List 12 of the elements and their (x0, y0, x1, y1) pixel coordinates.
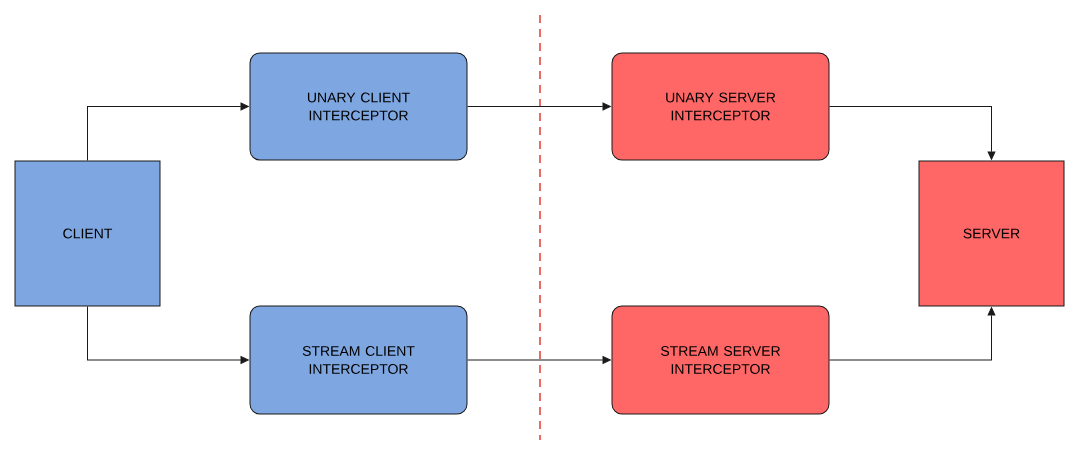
arrow (829, 106, 996, 160)
arrow (87, 306, 249, 364)
arrow (829, 307, 996, 361)
arrow (467, 102, 611, 111)
arrow (87, 102, 249, 161)
square-box: CLIENT (14, 160, 161, 307)
rounded-box: UNARY CLIENT INTERCEPTOR (249, 52, 468, 161)
rounded-box: STREAM SERVER INTERCEPTOR (611, 305, 830, 415)
rounded-box: STREAM CLIENT INTERCEPTOR (249, 305, 468, 415)
rounded-box: UNARY SERVER INTERCEPTOR (611, 52, 830, 161)
square-box: SERVER (918, 160, 1065, 307)
arrow (467, 356, 611, 364)
